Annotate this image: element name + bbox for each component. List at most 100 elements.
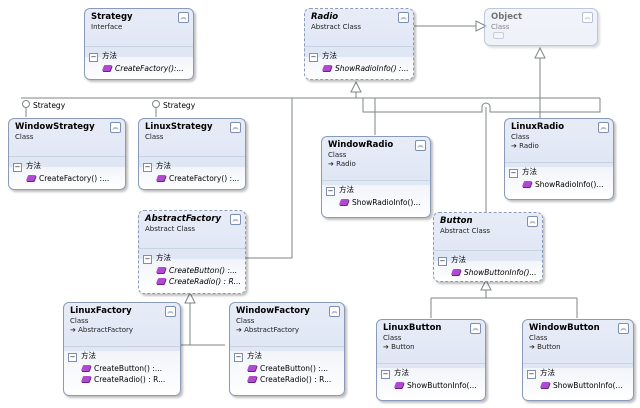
method-label: ShowButtonInfo(... [553, 381, 623, 390]
section-title: 方法 [322, 51, 337, 60]
method-icon [80, 376, 92, 382]
collapse-section-icon[interactable]: − [509, 169, 518, 178]
class-name: AbstractFactory [145, 214, 222, 224]
collapse-toggle-icon[interactable]: ︽ [582, 12, 593, 23]
collapse-toggle-icon[interactable]: ︽ [415, 140, 426, 151]
method-icon [101, 65, 113, 71]
window-strategy-class-box[interactable]: WindowStrategy Class ︽ −方法 CreateFactory… [8, 118, 126, 190]
method-label: ShowRadioInfo()... [352, 198, 421, 207]
class-kind: Interface [91, 23, 123, 31]
method-icon [155, 267, 167, 273]
method-label: ShowRadioInfo()... [535, 180, 604, 189]
base-class: Radio [336, 160, 356, 168]
section-title: 方法 [26, 161, 41, 170]
collapse-toggle-icon[interactable]: ︽ [110, 122, 121, 133]
method-icon [521, 181, 533, 187]
section-title: 方法 [451, 255, 466, 264]
collapse-section-icon[interactable]: − [143, 163, 152, 172]
collapse-toggle-icon[interactable]: ︽ [598, 122, 609, 133]
class-name: LinuxStrategy [145, 122, 213, 132]
class-name: LinuxFactory [70, 306, 132, 316]
collapse-section-icon[interactable]: − [527, 370, 536, 379]
strategy-interface-box[interactable]: Strategy Interface ︽ −方法 CreateFactory()… [84, 8, 194, 80]
class-kind: Abstract Class [311, 23, 362, 31]
object-shape-icon [493, 32, 504, 39]
class-kind: Class [529, 334, 548, 342]
method-icon [321, 65, 333, 71]
class-name: Strategy [91, 12, 133, 22]
collapse-toggle-icon[interactable]: ︽ [470, 323, 481, 334]
class-kind: Class [491, 23, 510, 31]
collapse-section-icon[interactable]: − [326, 187, 335, 196]
linux-radio-class-box[interactable]: LinuxRadio Class ➔ Radio ︽ −方法 ShowRadio… [504, 118, 614, 200]
method-label: ShowButtonInfo(... [407, 381, 477, 390]
class-kind: Class [70, 317, 89, 325]
collapse-toggle-icon[interactable]: ︽ [398, 12, 409, 23]
abstract-factory-box[interactable]: AbstractFactory Abstract Class ︽ −方法 Cre… [138, 210, 246, 294]
section-title: 方法 [540, 368, 555, 377]
method-label: CreateButton() :... [169, 266, 238, 275]
lollipop-label: Strategy [163, 101, 196, 110]
class-kind: Class [145, 133, 164, 141]
collapse-toggle-icon[interactable]: ︽ [329, 306, 340, 317]
collapse-toggle-icon[interactable]: ︽ [230, 122, 241, 133]
inherits-arrow-icon: ➔ [529, 343, 535, 351]
object-class-box[interactable]: Object Class ︽ [484, 8, 598, 46]
method-label: CreateFactory():... [115, 64, 184, 73]
method-icon [246, 376, 258, 382]
base-class: Button [391, 343, 415, 351]
method-icon [338, 199, 350, 205]
inherits-arrow-icon: ➔ [328, 160, 334, 168]
class-kind: Abstract Class [440, 227, 491, 235]
method-label: CreateRadio() : R... [94, 375, 166, 384]
method-label: ShowButtonInfo()... [464, 268, 537, 277]
collapse-toggle-icon[interactable]: ︽ [230, 214, 241, 225]
class-name: Object [491, 12, 523, 22]
class-kind: Abstract Class [145, 225, 196, 233]
collapse-toggle-icon[interactable]: ︽ [618, 323, 629, 334]
lollipop-label: Strategy [33, 101, 66, 110]
method-label: CreateRadio() : R... [260, 375, 332, 384]
method-icon [25, 175, 37, 181]
collapse-section-icon[interactable]: − [68, 353, 77, 362]
collapse-section-icon[interactable]: − [381, 370, 390, 379]
collapse-section-icon[interactable]: − [13, 163, 22, 172]
collapse-section-icon[interactable]: − [309, 53, 318, 62]
button-abstract-box[interactable]: Button Abstract Class ︽ −方法 ShowButtonIn… [433, 212, 543, 282]
inherits-arrow-icon: ➔ [383, 343, 389, 351]
method-label: ShowRadioInfo() :... [335, 64, 409, 73]
collapse-section-icon[interactable]: − [89, 53, 98, 62]
collapse-section-icon[interactable]: − [143, 255, 152, 264]
section-title: 方法 [81, 351, 96, 360]
base-class: AbstractFactory [78, 326, 134, 334]
collapse-toggle-icon[interactable]: ︽ [527, 216, 538, 227]
section-title: 方法 [394, 368, 409, 377]
linux-strategy-class-box[interactable]: LinuxStrategy Class ︽ −方法 CreateFactory(… [138, 118, 246, 190]
class-name: LinuxButton [383, 323, 442, 333]
method-label: CreateFactory() :... [39, 174, 110, 183]
method-icon [450, 269, 462, 275]
inherits-arrow-icon: ➔ [236, 326, 242, 334]
radio-abstract-box[interactable]: Radio Abstract Class ︽ −方法 ShowRadioInfo… [304, 8, 414, 80]
collapse-toggle-icon[interactable]: ︽ [178, 12, 189, 23]
class-kind: Class [236, 317, 255, 325]
method-icon [246, 365, 258, 371]
window-radio-class-box[interactable]: WindowRadio Class ➔ Radio ︽ −方法 ShowRadi… [321, 136, 431, 218]
base-class: Radio [519, 142, 539, 150]
class-name: Button [440, 216, 473, 226]
class-kind: Class [328, 151, 347, 159]
class-name: LinuxRadio [511, 122, 565, 132]
window-button-class-box[interactable]: WindowButton Class ➔ Button ︽ −方法 ShowBu… [522, 319, 634, 401]
method-icon [155, 175, 167, 181]
class-kind: Class [511, 133, 530, 141]
method-label: CreateButton() :... [94, 364, 162, 373]
linux-button-class-box[interactable]: LinuxButton Class ➔ Button ︽ −方法 ShowBut… [376, 319, 486, 401]
method-label: CreateButton() :... [260, 364, 328, 373]
collapse-section-icon[interactable]: − [234, 353, 243, 362]
window-factory-class-box[interactable]: WindowFactory Class ➔ AbstractFactory ︽ … [229, 302, 345, 396]
inherits-arrow-icon: ➔ [511, 142, 517, 150]
linux-factory-class-box[interactable]: LinuxFactory Class ➔ AbstractFactory ︽ −… [63, 302, 181, 396]
method-label: CreateFactory() :... [169, 174, 240, 183]
collapse-toggle-icon[interactable]: ︽ [165, 306, 176, 317]
collapse-section-icon[interactable]: − [438, 257, 447, 266]
